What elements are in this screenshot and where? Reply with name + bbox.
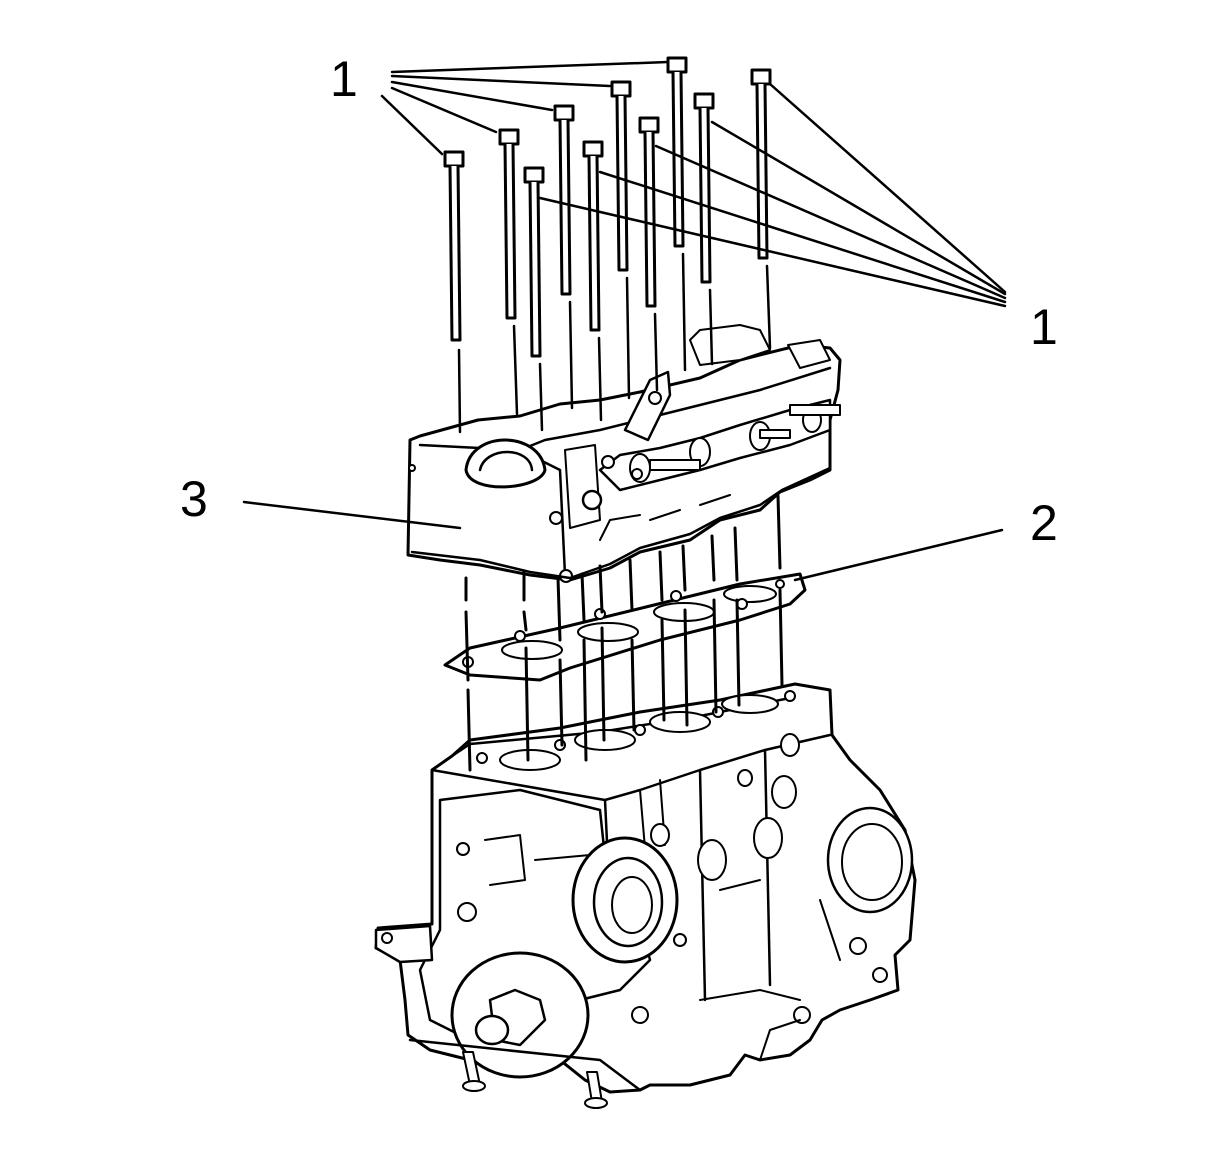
- cylinder-head: [406, 324, 842, 583]
- callout-bolts-top: 1: [330, 51, 358, 107]
- cylinder-head-bolts: [443, 56, 772, 434]
- callout-head-gasket: 2: [1030, 495, 1058, 551]
- head-bolt: [582, 140, 604, 422]
- head-gasket: [443, 572, 807, 682]
- engine-block: [374, 682, 917, 1109]
- head-bolt: [666, 56, 688, 372]
- head-bolt: [610, 80, 632, 400]
- leader-lines: [242, 60, 1007, 582]
- head-bolt: [638, 116, 660, 392]
- head-bolt: [553, 104, 575, 410]
- callout-cylinder-head: 3: [180, 471, 208, 527]
- head-bolt: [498, 128, 520, 416]
- head-bolt: [523, 166, 545, 432]
- head-bolt: [693, 92, 715, 366]
- head-bolt: [750, 68, 772, 350]
- bolt-alignment-lines: [464, 494, 784, 772]
- head-bolt: [443, 150, 465, 434]
- callout-bolts-right: 1: [1030, 299, 1058, 355]
